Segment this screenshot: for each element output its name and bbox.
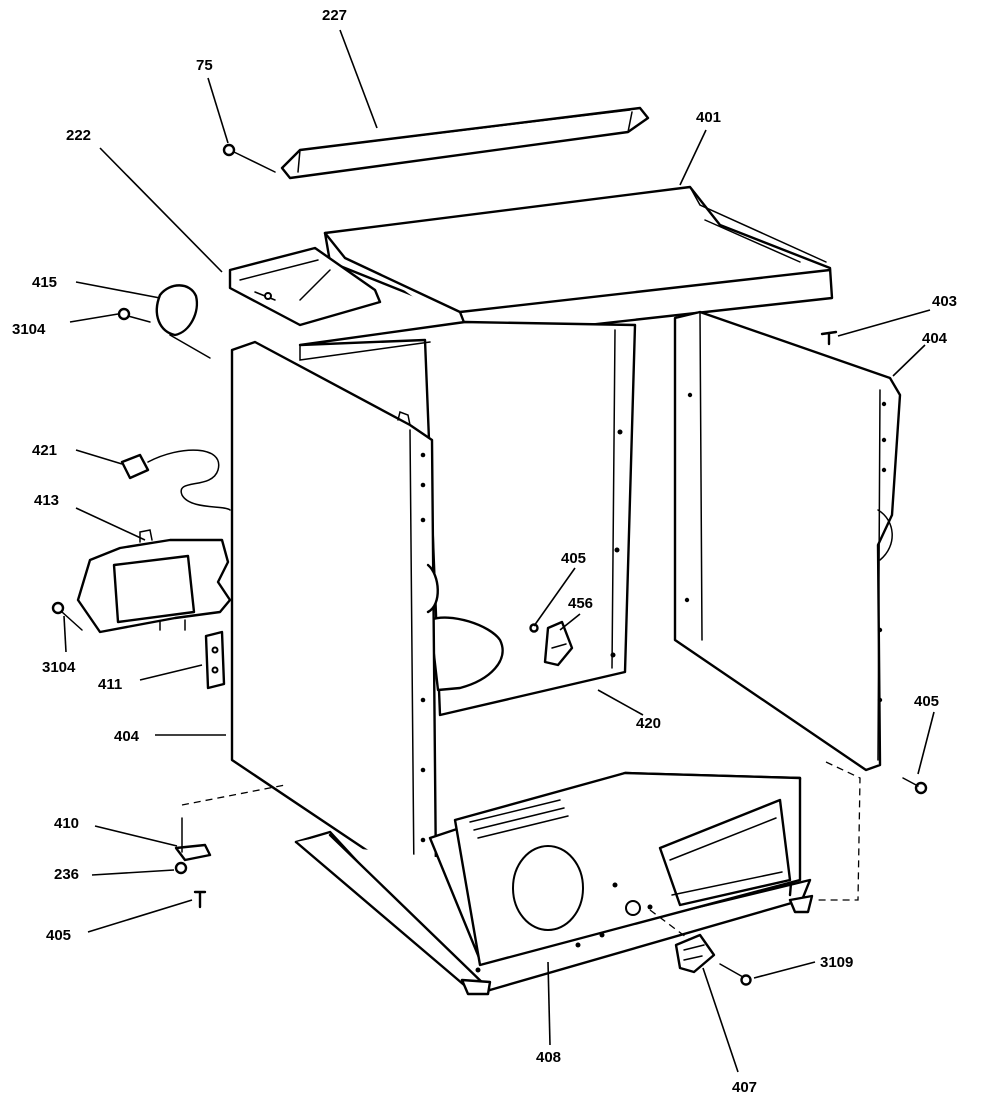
label-403: 403 <box>932 293 957 310</box>
part-401-top-panel <box>323 185 834 340</box>
part-227-rear-rail <box>280 106 650 180</box>
label-420: 420 <box>636 715 661 732</box>
label-405-rear: 405 <box>561 550 586 567</box>
part-413-terminal-cover <box>76 529 232 634</box>
label-222: 222 <box>66 127 91 144</box>
label-407: 407 <box>732 1079 757 1096</box>
part-403-screw <box>820 330 838 346</box>
part-420-rear-panel <box>298 320 637 717</box>
part-75-screw <box>222 143 276 173</box>
part-3104-screw-upper <box>117 307 151 323</box>
label-411: 411 <box>98 676 122 693</box>
part-3109-screw <box>719 963 752 986</box>
label-401: 401 <box>696 109 721 126</box>
alignment-lines <box>181 761 861 941</box>
label-236: 236 <box>54 866 79 883</box>
label-404-right: 404 <box>922 330 948 347</box>
label-404-left: 404 <box>114 728 140 745</box>
part-411-bracket <box>204 630 226 690</box>
leader-lines <box>63 29 935 1073</box>
part-408-base-frame <box>294 771 814 996</box>
part-405-screw-right <box>902 777 928 795</box>
label-413: 413 <box>34 492 59 509</box>
label-3109: 3109 <box>820 954 853 971</box>
part-456-clip <box>543 620 574 667</box>
part-405-screw-rear <box>529 623 539 633</box>
label-405-bottom: 405 <box>46 927 71 944</box>
part-222-bracket <box>228 246 382 327</box>
part-236-nut <box>174 861 188 875</box>
part-410-foot <box>174 817 212 862</box>
label-421: 421 <box>32 442 57 459</box>
part-3104-screw-lower <box>51 601 83 631</box>
label-410: 410 <box>54 815 79 832</box>
part-labels: 227 75 222 401 415 3104 403 404 421 413 … <box>12 7 957 1096</box>
label-75: 75 <box>196 57 213 74</box>
label-415: 415 <box>32 274 57 291</box>
part-421-power-cord <box>120 449 231 511</box>
label-3104-upper: 3104 <box>12 321 46 338</box>
label-3104-lower: 3104 <box>42 659 76 676</box>
label-456: 456 <box>568 595 593 612</box>
label-227: 227 <box>322 7 347 24</box>
label-408: 408 <box>536 1049 561 1066</box>
part-404-left-side-panel <box>230 340 439 888</box>
part-407-leveling-leg <box>674 933 716 974</box>
part-404-right-side-panel <box>673 310 902 772</box>
part-405-screw-bottom <box>193 890 207 909</box>
label-405-right: 405 <box>914 693 939 710</box>
part-415-cover-plate <box>155 284 211 359</box>
